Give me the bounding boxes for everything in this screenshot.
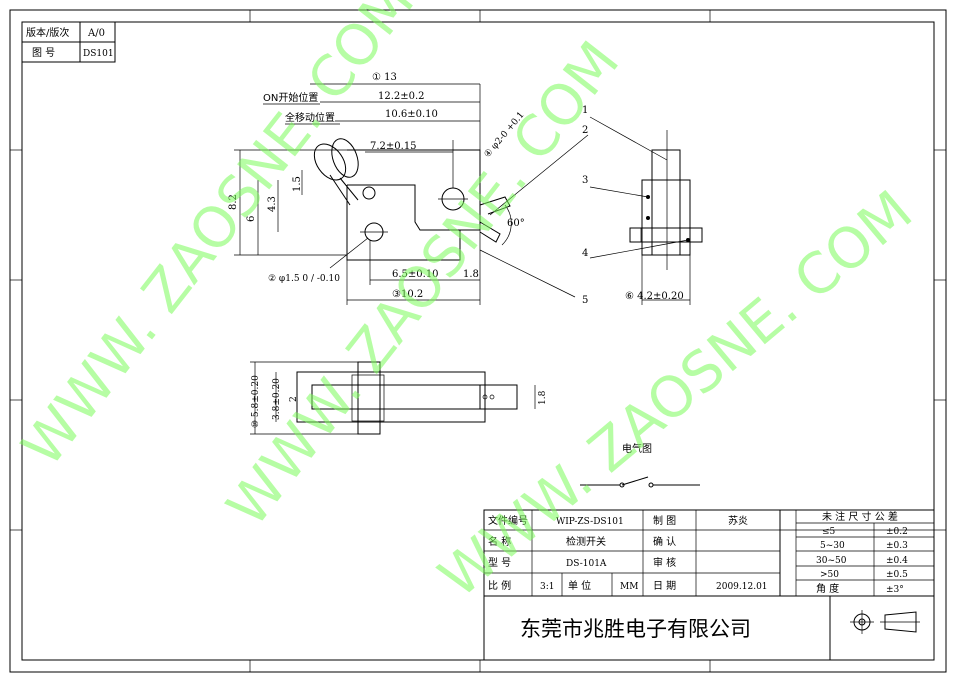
dim-1-8: 1.8 bbox=[463, 269, 479, 280]
dim-4-3: 4.3 bbox=[267, 196, 278, 212]
version-label: 版本/版次 bbox=[26, 26, 69, 39]
tol-value-4: ±3° bbox=[886, 585, 904, 595]
side-view: 1 2 3 4 5 ⑥ 4.2±0.20 bbox=[479, 105, 703, 306]
unit-label: 单 位 bbox=[568, 579, 591, 592]
dim-10-6: 10.6±0.10 bbox=[385, 109, 438, 120]
tol-value-3: ±0.5 bbox=[886, 570, 908, 580]
dim-2: 2 bbox=[289, 396, 299, 402]
scale-label: 比 例 bbox=[488, 579, 511, 592]
dim-4-2: ⑥ 4.2±0.20 bbox=[625, 291, 684, 302]
dim-6-5: 6.5±0.10 bbox=[392, 269, 439, 280]
model-label: 型 号 bbox=[488, 556, 511, 569]
schematic-label: 电气图 bbox=[622, 442, 652, 455]
file-no-label: 文件编号 bbox=[488, 514, 528, 527]
drawn-label: 制 图 bbox=[653, 514, 676, 527]
title-block: 文件编号 WIP-ZS-DS101 制 图 苏炎 名 称 检测开关 确 认 型 … bbox=[483, 509, 935, 661]
company-name: 东莞市兆胜电子有限公司 bbox=[520, 617, 751, 641]
front-view: 60° ① 13 12.2±0.2 10.6±0.10 7.2±0.15 ON开… bbox=[228, 72, 527, 305]
watermark: WWW. ZAOSNE. COM WWW. ZAOSNE. COM WWW. Z… bbox=[10, 0, 925, 611]
drawing-no-label: 图 号 bbox=[32, 47, 55, 59]
drawing-no-value: DS101 bbox=[83, 49, 114, 59]
projection-symbol-icon bbox=[850, 610, 920, 634]
inner-frame bbox=[21, 21, 935, 661]
callout-5: 5 bbox=[582, 295, 588, 306]
file-no-value: WIP-ZS-DS101 bbox=[556, 517, 624, 527]
name-label: 名 称 bbox=[488, 535, 511, 548]
confirm-label: 确 认 bbox=[653, 535, 676, 548]
callout-1: 1 bbox=[582, 105, 588, 116]
dim-5-8: ⑩ 5.8±0.20 bbox=[251, 375, 261, 428]
unit-value: MM bbox=[620, 582, 638, 592]
date-label: 日 期 bbox=[653, 580, 676, 592]
tol-range-4: 角 度 bbox=[816, 582, 839, 595]
dim-13: ① 13 bbox=[372, 72, 397, 83]
review-label: 审 核 bbox=[653, 556, 676, 569]
zone-ticks bbox=[10, 10, 946, 672]
tol-value-0: ±0.2 bbox=[886, 527, 908, 537]
outer-frame bbox=[9, 9, 947, 673]
electric-schematic: 电气图 bbox=[580, 442, 700, 488]
callout-4: 4 bbox=[582, 248, 588, 259]
revision-box: 版本/版次 A/0 图 号 DS101 bbox=[21, 21, 116, 63]
scale-value: 3:1 bbox=[540, 582, 554, 592]
version-value: A/0 bbox=[87, 28, 105, 39]
dim-8-2: 8.2 bbox=[228, 194, 239, 210]
tol-range-2: 30~50 bbox=[816, 556, 847, 566]
dim-12-2: 12.2±0.2 bbox=[378, 91, 425, 102]
name-value: 检测开关 bbox=[566, 535, 606, 548]
tol-range-0: ≤5 bbox=[822, 527, 836, 537]
dim-angle: 60° bbox=[507, 218, 525, 229]
tol-value-2: ±0.4 bbox=[886, 556, 908, 566]
dim-1-8-side: 1.8 bbox=[538, 390, 548, 405]
dim-3-8: 3.8±0.20 bbox=[272, 378, 282, 420]
tolerance-header: 未 注 尺 寸 公 差 bbox=[822, 510, 898, 523]
callout-2: 2 bbox=[582, 125, 588, 136]
dim-phi1-5: ② φ1.5 0 / -0.10 bbox=[268, 274, 340, 284]
dim-10-2: ③10.2 bbox=[392, 289, 423, 300]
label-full-move: 全移动位置 bbox=[285, 111, 335, 124]
dim-6: 6 bbox=[246, 216, 257, 222]
tol-range-1: 5~30 bbox=[820, 541, 845, 551]
dim-7-2: 7.2±0.15 bbox=[370, 141, 417, 152]
date-value: 2009.12.01 bbox=[716, 582, 768, 592]
drawn-value: 苏炎 bbox=[728, 514, 748, 527]
callout-3: 3 bbox=[582, 175, 588, 186]
bottom-view: ⑩ 5.8±0.20 3.8±0.20 2 1.8 bbox=[250, 361, 548, 435]
label-on-start: ON开始位置 bbox=[263, 91, 318, 104]
dim-1-5: 1.5 bbox=[292, 176, 303, 192]
tol-value-1: ±0.3 bbox=[886, 541, 908, 551]
model-value: DS-101A bbox=[566, 559, 607, 569]
tol-range-3: >50 bbox=[820, 570, 839, 580]
